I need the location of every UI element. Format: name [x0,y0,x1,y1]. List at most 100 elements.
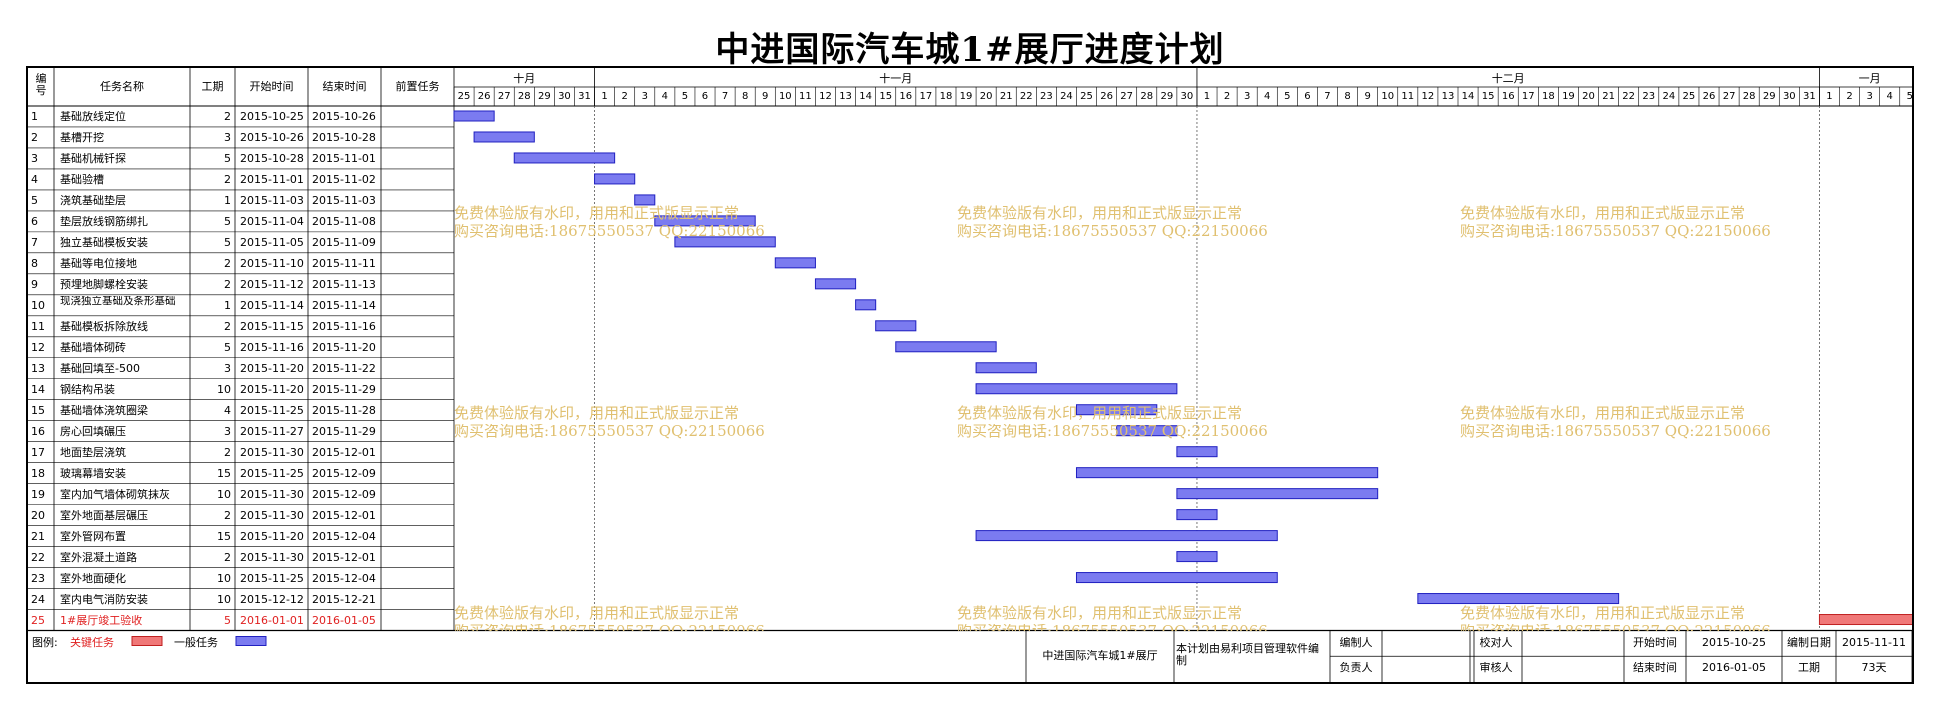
task-bar[interactable] [1075,572,1278,584]
day-label: 16 [1501,92,1515,102]
month-label: 一月 [1858,73,1881,84]
task-start: 2015-11-30 [240,551,304,563]
task-bar[interactable] [975,362,1037,374]
task-duration: 5 [224,236,231,248]
legend-critical-swatch [131,636,163,646]
task-bar[interactable] [1176,488,1379,500]
task-bar[interactable] [674,236,776,248]
task-bar[interactable] [895,341,997,353]
day-label: 5 [1906,92,1913,102]
task-start: 2015-11-10 [240,257,304,269]
task-id: 12 [31,341,45,353]
task-name: 预埋地脚螺栓安装 [60,278,148,290]
watermark-line2: 购买咨询电话:18675550537 QQ:22150066 [957,224,1268,240]
task-bar[interactable] [1176,509,1218,521]
task-start: 2015-11-25 [240,467,304,479]
task-start: 2015-11-12 [240,278,304,290]
legend-critical-label: 关键任务 [70,636,114,648]
task-bar[interactable] [855,299,877,311]
task-duration: 5 [224,152,231,164]
task-start: 2015-11-05 [240,236,304,248]
footer-project: 中进国际汽车城1#展厅 [1042,650,1158,662]
day-label: 6 [701,92,709,102]
task-start: 2015-11-30 [240,509,304,521]
task-bar[interactable] [975,383,1178,395]
task-bar[interactable] [774,257,816,269]
day-label: 30 [1782,92,1796,102]
task-bar[interactable] [473,131,535,143]
month-label: 十二月 [1491,73,1525,84]
task-bar[interactable] [1116,425,1178,437]
task-bar[interactable] [1075,467,1379,479]
watermark-line2: 购买咨询电话:18675550537 QQ:22150066 [1460,624,1771,631]
task-start: 2015-11-25 [240,404,304,416]
task-id: 24 [31,593,45,605]
day-label: 12 [819,92,832,102]
day-label: 19 [959,92,973,102]
task-name: 室内电气消防安装 [60,593,148,605]
task-duration: 1 [224,299,231,311]
watermark-line2: 购买咨询电话:18675550537 QQ:22150066 [957,424,1268,440]
day-label: 14 [859,92,872,102]
day-label: 18 [1541,92,1555,102]
task-end: 2015-11-01 [312,152,376,164]
task-id: 13 [31,362,45,374]
day-label: 30 [1180,92,1194,102]
task-start: 2015-11-01 [240,173,304,185]
task-bar[interactable] [875,320,917,332]
task-bar[interactable] [814,278,857,290]
task-name: 室外地面硬化 [60,572,126,584]
task-duration: 3 [224,131,231,143]
task-id: 4 [31,173,38,185]
watermark-line1: 免费体验版有水印，用用和正式版显示正常 [1460,204,1746,222]
task-id: 10 [31,299,45,311]
footer-owner-label: 负责人 [1339,662,1373,674]
watermark-line1: 免费体验版有水印，用用和正式版显示正常 [454,204,740,222]
task-id: 14 [31,383,45,395]
task-id: 11 [31,320,45,332]
watermark-line1: 免费体验版有水印，用用和正式版显示正常 [957,404,1243,422]
task-duration: 2 [224,173,231,185]
task-end: 2015-12-01 [312,509,376,521]
task-bar[interactable] [1176,551,1218,563]
day-label: 2 [1223,92,1231,102]
day-label: 16 [899,92,913,102]
day-label: 20 [979,92,993,102]
critical-task-bar[interactable] [1818,614,1912,626]
task-end: 2015-12-09 [312,488,376,500]
task-duration: 2 [224,278,231,290]
task-bar[interactable] [634,194,656,206]
task-name: 钢结构吊装 [60,383,115,395]
task-bar[interactable] [594,173,636,185]
task-start: 2015-11-20 [240,362,304,374]
task-name: 室外地面基层碾压 [60,509,148,521]
day-label: 24 [1060,92,1073,102]
task-id: 1 [31,111,38,122]
task-duration: 10 [217,593,231,605]
task-bar[interactable] [1075,404,1158,416]
task-end: 2015-12-09 [312,467,376,479]
day-label: 23 [1642,92,1656,102]
day-label: 26 [1100,92,1113,102]
task-name: 基础验槽 [60,173,104,185]
task-start: 2015-11-15 [240,320,304,332]
task-bar[interactable] [1176,446,1218,458]
watermark-line1: 免费体验版有水印，用用和正式版显示正常 [1460,404,1746,422]
header-predecessor: 前置任务 [395,81,440,92]
task-bar[interactable] [654,215,756,227]
task-bar[interactable] [1417,593,1620,605]
task-name: 基础墙体浇筑圈梁 [60,404,148,416]
task-bar[interactable] [975,530,1278,542]
task-id: 17 [31,446,45,458]
footer-duration: 73天 [1861,662,1887,674]
task-start: 2015-11-03 [240,194,304,206]
header-end: 结束时间 [322,81,367,92]
task-end: 2015-11-28 [312,404,376,416]
day-label: 8 [741,92,749,102]
day-label: 2 [1846,92,1853,102]
task-bar[interactable] [513,152,616,164]
task-end: 2015-11-16 [312,320,376,332]
task-duration: 2 [224,446,231,458]
task-bar[interactable] [453,110,495,122]
task-end: 2015-11-29 [312,425,376,437]
